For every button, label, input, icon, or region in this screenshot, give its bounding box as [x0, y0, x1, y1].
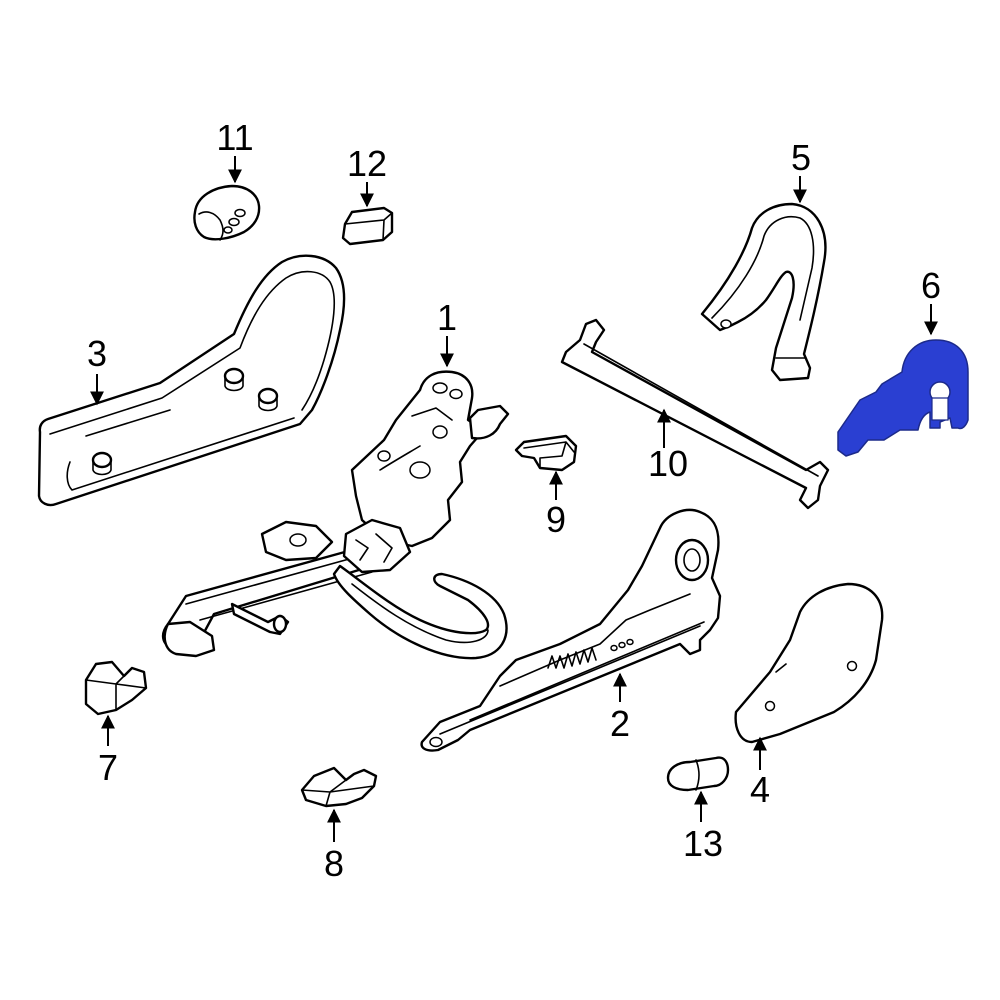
part-3-side-shield[interactable]	[37, 254, 346, 507]
callout-5: 5	[791, 137, 811, 178]
callout-6: 6	[921, 265, 941, 306]
callout-3: 3	[87, 333, 107, 374]
callout-12: 12	[347, 143, 387, 184]
callout-8: 8	[324, 843, 344, 884]
callout-2: 2	[610, 703, 630, 744]
part-9-clip[interactable]	[514, 434, 578, 472]
part-10-cross-bar[interactable]	[560, 318, 830, 510]
part-1-recliner-frame[interactable]	[161, 370, 510, 660]
callout-11: 11	[216, 117, 253, 158]
callout-4: 4	[750, 769, 770, 810]
callout-10: 10	[648, 443, 688, 484]
part-6-cover-highlighted[interactable]	[837, 339, 969, 457]
part-12-cap[interactable]	[341, 206, 394, 246]
part-8-block[interactable]	[300, 766, 378, 808]
part-11-knob[interactable]	[193, 184, 261, 241]
part-2-seat-track[interactable]	[420, 508, 722, 752]
callout-7: 7	[98, 747, 118, 788]
callout-13: 13	[683, 823, 723, 864]
part-4-lower-cover[interactable]	[734, 582, 884, 744]
part-7-block[interactable]	[84, 660, 148, 716]
callout-1: 1	[437, 297, 457, 338]
callout-labels: 11 12 3 1 5 6 10 9 2 4 7 8 13	[87, 117, 941, 884]
part-13-cap[interactable]	[666, 756, 730, 792]
callout-9: 9	[546, 499, 566, 540]
leader-lines	[90, 156, 938, 842]
part-5-upper-cover[interactable]	[700, 202, 827, 382]
